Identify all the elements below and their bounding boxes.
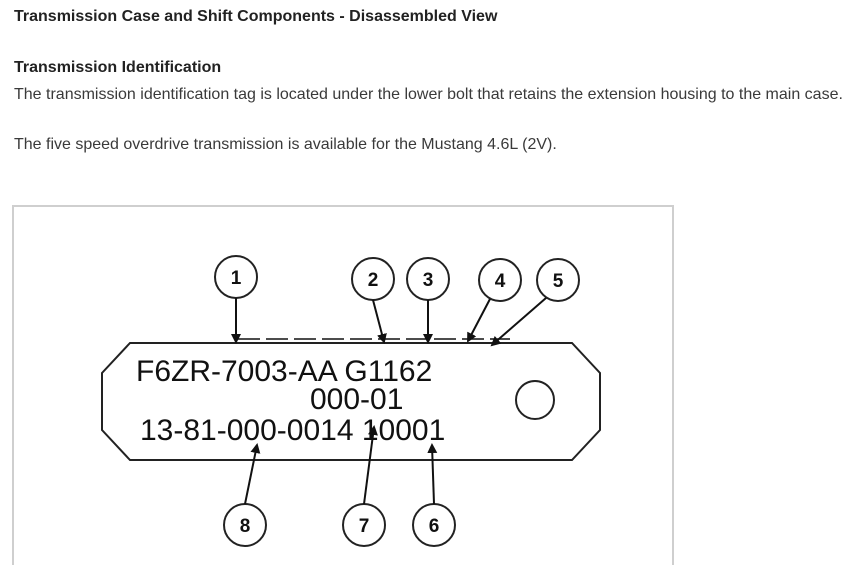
tag-line-1: F6ZR-7003-AA G1162 xyxy=(136,355,432,388)
figure-frame xyxy=(12,205,674,565)
svg-text:3: 3 xyxy=(423,270,434,291)
leader-2 xyxy=(372,299,387,344)
leader-4 xyxy=(467,298,491,343)
tag-plate-outline xyxy=(101,342,601,461)
callout-7: 7 xyxy=(342,503,386,547)
page-title: Transmission Case and Shift Components -… xyxy=(14,8,498,25)
tag-mounting-hole xyxy=(515,380,555,420)
svg-text:6: 6 xyxy=(429,516,440,537)
leader-8 xyxy=(244,443,261,505)
section-heading: Transmission Identification xyxy=(14,59,222,76)
callout-1: 1 xyxy=(214,255,258,299)
svg-text:8: 8 xyxy=(240,516,251,537)
callout-3: 3 xyxy=(406,257,450,301)
svg-text:4: 4 xyxy=(495,271,506,292)
svg-text:5: 5 xyxy=(553,271,564,292)
tag-line-2: 000-01 xyxy=(310,383,403,416)
paragraph-tag-location: The transmission identification tag is l… xyxy=(14,86,843,103)
leader-5 xyxy=(490,297,547,347)
leader-7 xyxy=(363,425,378,505)
paragraph-availability: The five speed overdrive transmission is… xyxy=(14,136,557,153)
svg-text:7: 7 xyxy=(359,516,370,537)
identification-tag-diagram: F6ZR-7003-AA G1162 000-01 13-81-000-0014… xyxy=(101,255,601,547)
callout-8: 8 xyxy=(223,503,267,547)
svg-text:2: 2 xyxy=(368,270,379,291)
callout-6: 6 xyxy=(412,503,456,547)
leader-6 xyxy=(427,443,438,505)
callout-4: 4 xyxy=(478,258,522,302)
callout-2: 2 xyxy=(351,257,395,301)
svg-text:1: 1 xyxy=(231,268,242,289)
tag-line-3: 13-81-000-0014 10001 xyxy=(140,414,445,447)
callout-5: 5 xyxy=(536,258,580,302)
